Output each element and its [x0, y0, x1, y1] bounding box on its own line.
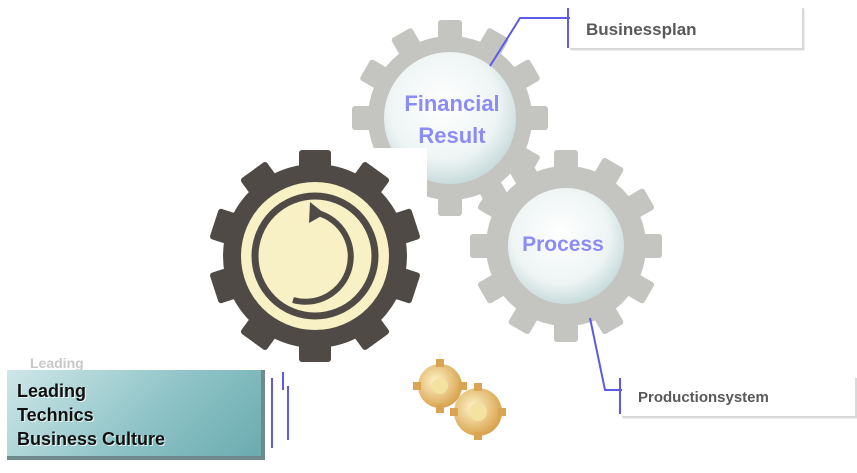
ghost-leading-text: Leading [30, 355, 84, 371]
connector-productionsystem [589, 317, 622, 414]
process-label: Process [522, 233, 604, 256]
small-gears-icon [413, 359, 506, 440]
businessplan-callout: Businessplan [570, 8, 804, 50]
businessplan-text: Businessplan [586, 20, 697, 39]
financial-line-1: Financial [404, 91, 500, 116]
connector-businessplan [489, 8, 570, 67]
connector-leading [271, 372, 289, 448]
leading-technics-box: Leading Technics Business Culture [7, 370, 265, 460]
productionsystem-text: Productionsystem [638, 389, 769, 406]
financial-result-label: Financial Result [382, 88, 522, 152]
process-gear-icon [470, 150, 662, 342]
productionsystem-callout: Productionsystem [622, 378, 857, 418]
business-culture-text: Business Culture [17, 429, 166, 449]
financial-line-2: Result [418, 123, 486, 148]
rotation-gear-icon [207, 148, 427, 368]
leading-text: Leading [17, 381, 87, 401]
ghost-leading-word: Leading [30, 355, 84, 371]
technics-text: Technics [17, 405, 94, 425]
